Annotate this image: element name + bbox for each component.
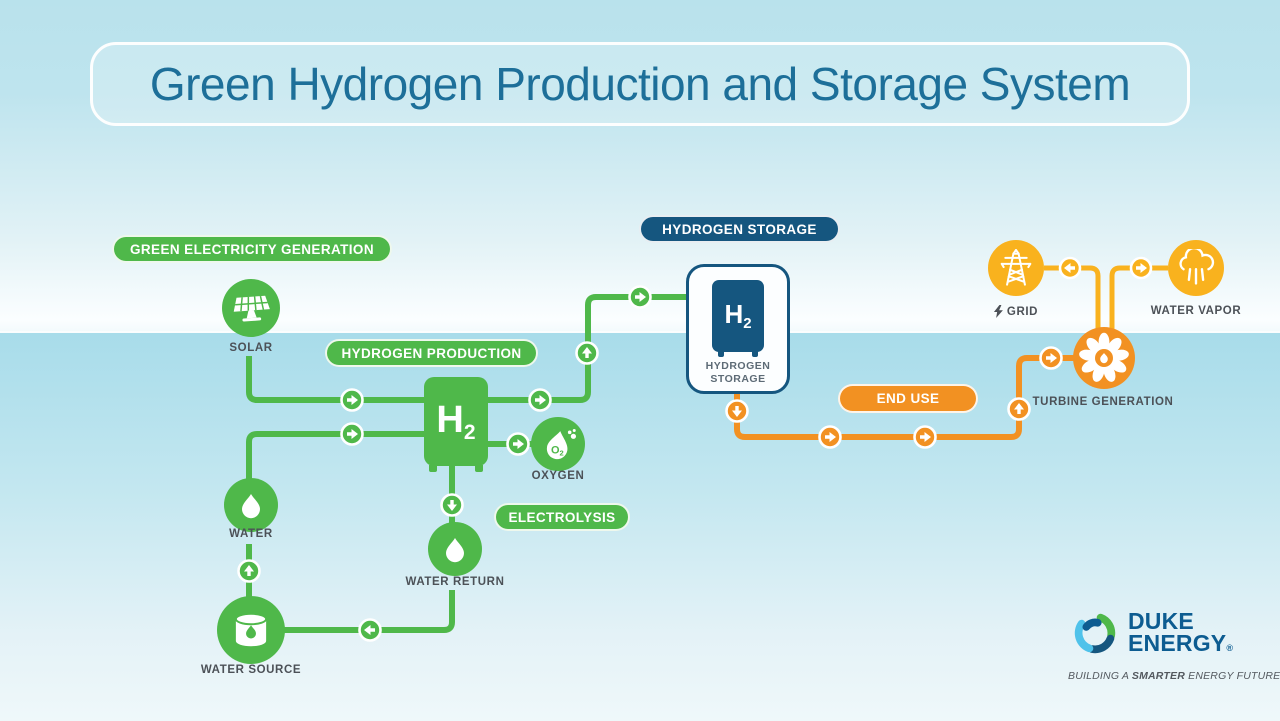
label-line: HYDROGEN [705,360,771,372]
turbine-generation-label: TURBINE GENERATION [1033,396,1174,408]
line-water-return-to-source [284,590,455,633]
water-return-label: WATER RETURN [406,576,505,588]
tank-foot [718,351,724,357]
label-text: WATER RETURN [405,576,505,588]
arrow-to-oxygen [506,432,530,456]
water-source-label: WATER SOURCE [201,664,301,676]
water-source-node [217,596,285,664]
arrow-storage-down [725,399,749,423]
grid-node [988,240,1044,296]
arrow-into-storage [628,285,652,309]
label-text: OXYGEN [531,470,585,482]
box-foot [475,465,483,472]
label-hydrogen-production: HYDROGEN PRODUCTION [325,339,538,367]
arrow-solar-flow [340,388,364,412]
oxygen-label: OXYGEN [532,470,585,482]
water-vapor-label: WATER VAPOR [1151,305,1242,317]
water-vapor-node [1168,240,1224,296]
arrow-h2-up [575,341,599,365]
duke-energy-logo: DUKE ENERGY® BUILDING A SMARTER ENERGY F… [1068,606,1280,683]
tank-foot [752,351,758,357]
arrow-water-flow [340,422,364,446]
duke-energy-swirl-icon [1074,613,1116,654]
solar-label: SOLAR [229,342,272,354]
arrow-to-water-return [440,493,464,517]
lightning-icon [993,305,1003,318]
arrow-enduse-2 [913,425,937,449]
line-water-to-h2 [246,431,424,480]
line-storage-to-turbine [734,355,1076,440]
label-electrolysis: ELECTROLYSIS [494,503,630,531]
line-solar-to-h2 [246,356,424,403]
line-turbine-to-vapor [1109,265,1168,332]
label-text: HYDROGEN STORAGE [662,221,817,237]
label-text: GRID [1006,305,1039,318]
label-green-electricity-generation: GREEN ELECTRICITY GENERATION [112,235,392,263]
storage-tank: H2 [712,280,764,357]
arrow-to-grid [1058,256,1082,280]
logo-line: ENERGY® [1128,630,1234,656]
label-text: SOLAR [229,342,273,354]
hydrogen-storage-card: H2 HYDROGEN STORAGE [686,264,790,394]
water-drop-icon [446,538,464,563]
arrow-return-to-source [358,618,382,642]
solar-panel-icon [233,295,270,322]
h2-symbol: H2 [724,299,752,332]
electrolyzer-h2-box: H2 [424,377,488,472]
flame-icon [1100,353,1108,364]
label-hydrogen-storage: HYDROGEN STORAGE [639,215,840,243]
background-seam [0,331,1280,333]
water-node [224,478,278,532]
page-title: Green Hydrogen Production and Storage Sy… [149,58,1131,110]
arrow-h2-out-right [528,388,552,412]
logo-line: DUKE [1128,608,1194,634]
arrow-source-to-water [237,559,261,583]
label-text: TURBINE GENERATION [1032,396,1174,408]
water-source-icon [234,612,268,647]
arrow-to-vapor [1129,256,1153,280]
label-text: WATER [229,528,273,540]
logo-tagline: BUILDING A SMARTER ENERGY FUTURE ® [1068,670,1280,682]
label-text: ELECTROLYSIS [508,509,616,525]
label-text: WATER SOURCE [200,664,302,676]
transmission-tower-icon [1000,249,1032,286]
grid-label: GRID [993,305,1039,318]
title-banner: Green Hydrogen Production and Storage Sy… [90,42,1190,126]
svg-text:O2: O2 [551,445,564,458]
oxygen-drop-icon: O2 [546,429,577,460]
water-drop-icon [242,494,260,519]
label-line: STORAGE [710,373,766,385]
label-text: GREEN ELECTRICITY GENERATION [130,241,374,257]
h2-symbol: H2 [436,398,476,444]
solar-node [222,279,280,337]
line-turbine-to-grid [1044,265,1101,332]
arrow-up-to-turbine [1007,397,1031,421]
steam-cloud-icon [1179,249,1215,285]
water-return-node [428,522,482,576]
turbine-fan-icon [1079,332,1129,382]
logo-wordmark: DUKE ENERGY® [1128,610,1233,659]
label-text: END USE [876,391,940,406]
water-label: WATER [229,528,273,540]
turbine-node [1073,327,1135,389]
storage-card-label: HYDROGEN STORAGE [689,360,787,386]
oxygen-node: O2 [531,417,585,471]
label-end-use: END USE [838,384,978,413]
arrow-enduse-1 [818,425,842,449]
label-text: WATER VAPOR [1150,305,1242,317]
label-text: HYDROGEN PRODUCTION [341,345,522,361]
arrow-into-turbine [1039,346,1063,370]
box-foot [429,465,437,472]
background-band-bottom [0,333,1280,721]
